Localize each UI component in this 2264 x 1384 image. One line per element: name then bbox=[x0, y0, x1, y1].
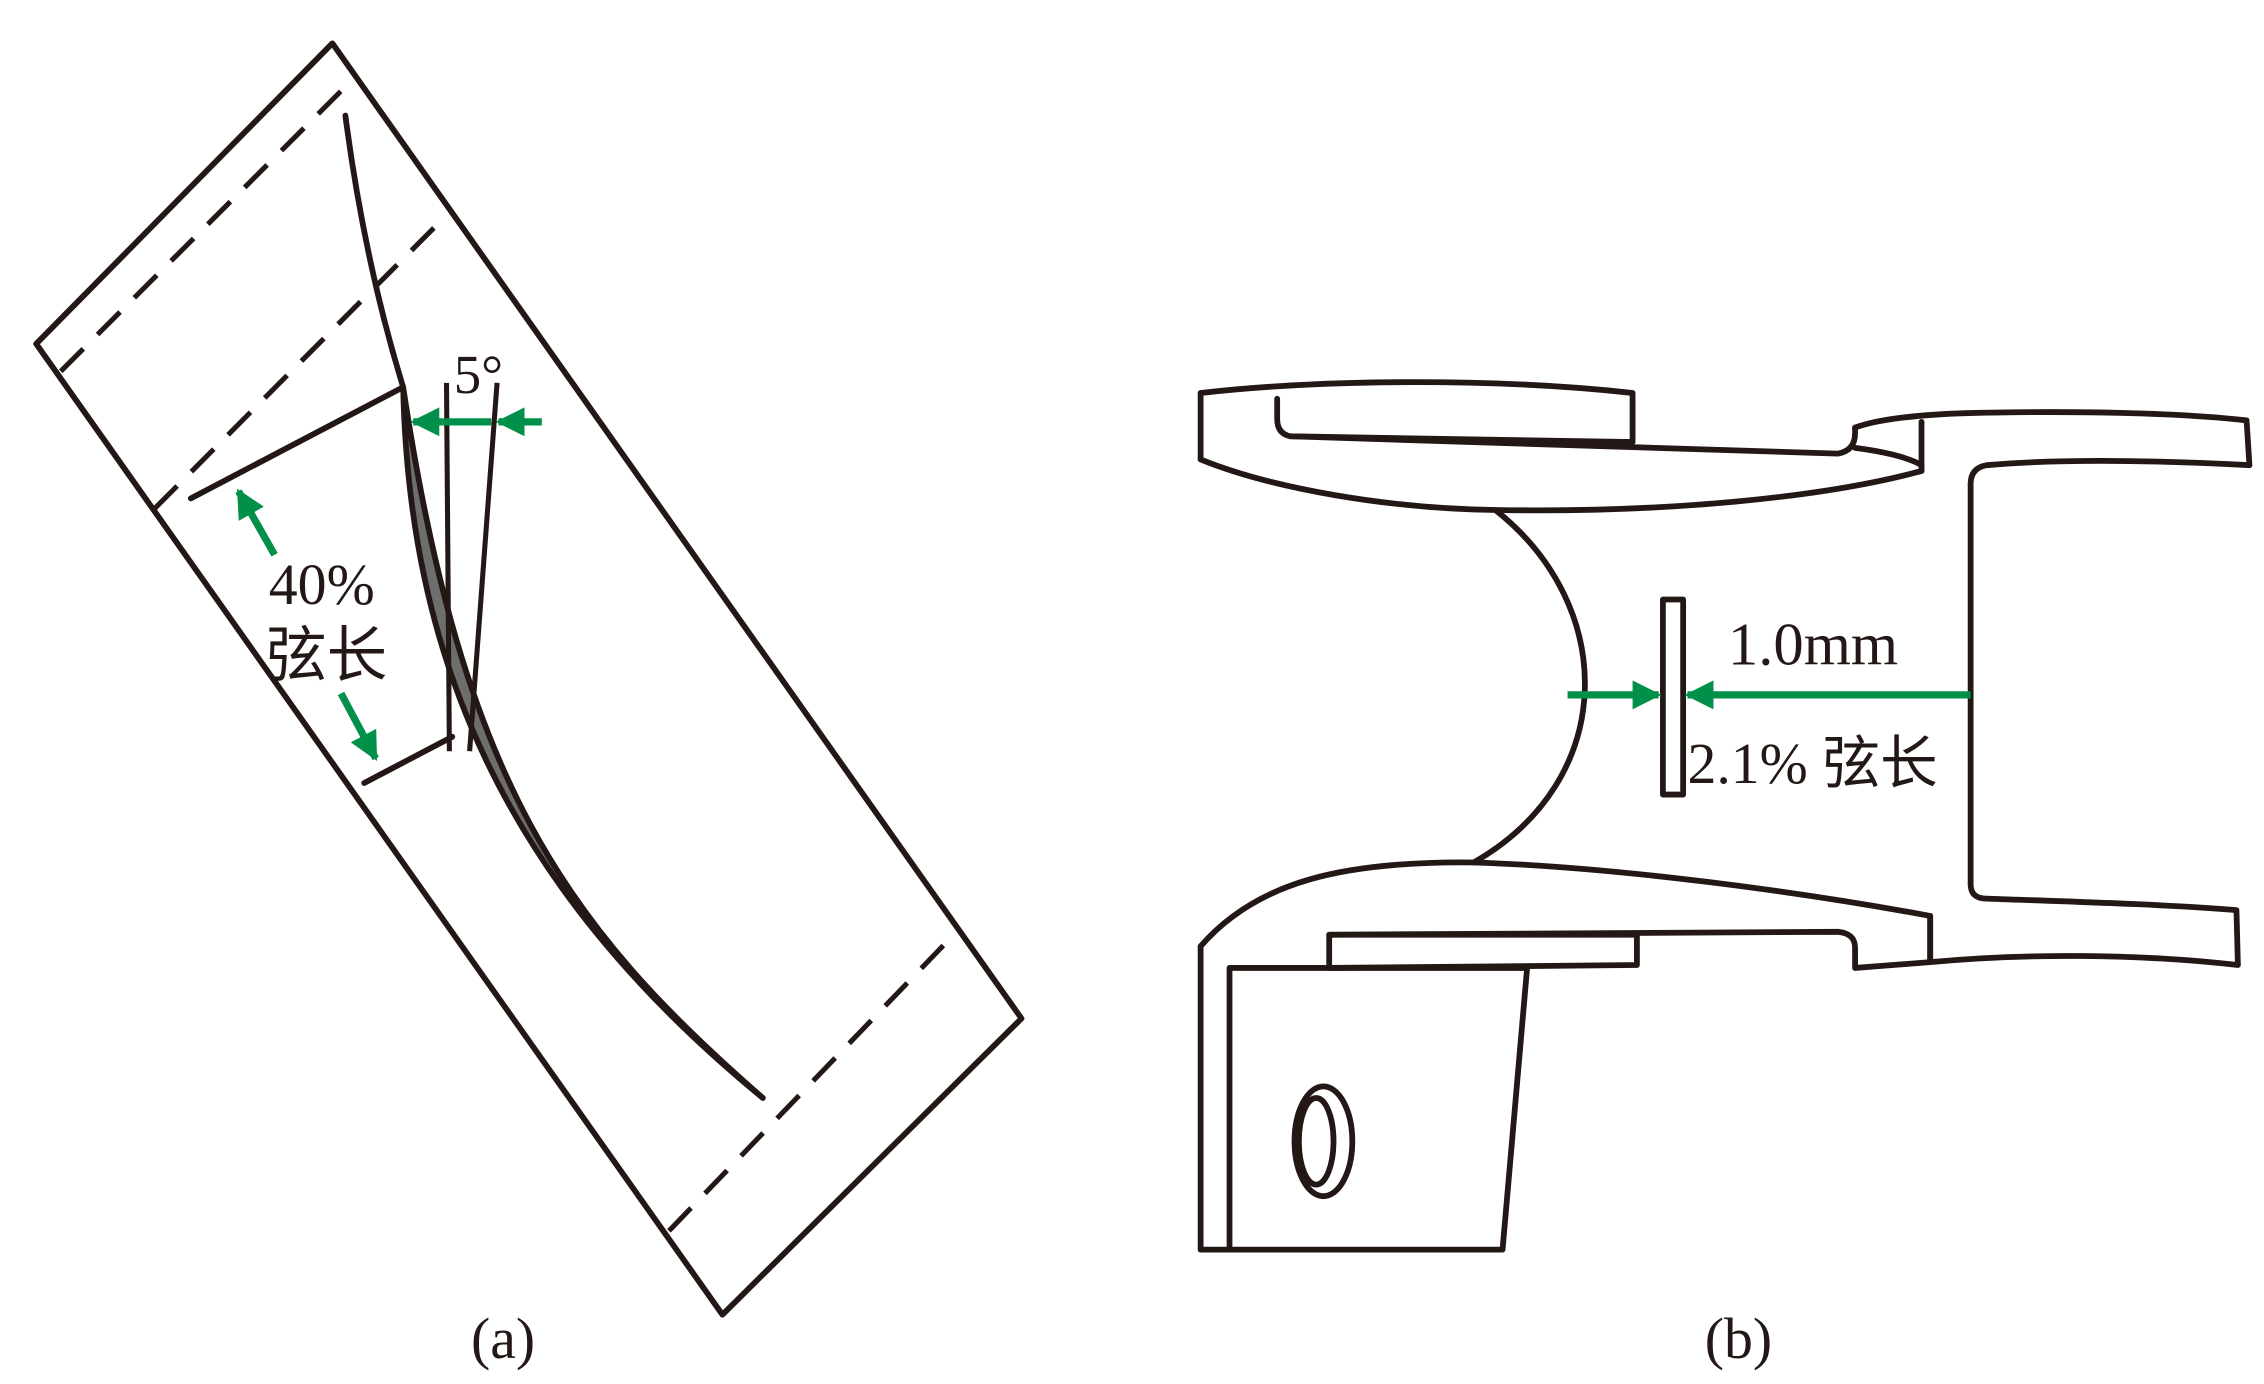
upper-left-flange bbox=[1197, 379, 1636, 445]
lower-bracket-plate bbox=[1326, 931, 1640, 971]
upper-right-flange-inner bbox=[1852, 444, 1925, 469]
chord-line-lower bbox=[361, 733, 456, 786]
chord-arrow-down bbox=[337, 691, 379, 762]
lower-bracket bbox=[1197, 943, 1531, 1253]
chord-ratio-label: 2.1% 弦长 bbox=[1687, 733, 1937, 796]
angle-label: 5° bbox=[454, 344, 503, 405]
upper-wall bbox=[1197, 456, 1925, 514]
angle-reference-tilted bbox=[467, 382, 500, 752]
probe-plate bbox=[1660, 596, 1687, 798]
blade-airfoil bbox=[400, 384, 766, 1101]
blade-camber-extension bbox=[342, 112, 407, 391]
bolt-hole-outer bbox=[1291, 1083, 1356, 1200]
lower-wall-inner bbox=[1326, 928, 1934, 971]
caption-b: (b) bbox=[1705, 1308, 1772, 1371]
lower-wall bbox=[1197, 859, 1934, 950]
lower-right-flange bbox=[1927, 881, 2241, 968]
dashed-line-bottom bbox=[667, 930, 959, 1233]
caption-a: (a) bbox=[471, 1308, 535, 1371]
gap-label: 1.0mm bbox=[1728, 612, 1898, 679]
upper-right-flange bbox=[1852, 409, 2253, 487]
dashed-line-top-2 bbox=[152, 212, 450, 511]
upper-wall-inner bbox=[1287, 424, 1858, 457]
inlet-curve bbox=[1470, 507, 1588, 866]
angle-reference-vertical bbox=[443, 382, 452, 752]
panel-a: 5° 40% 弦长 (a) bbox=[33, 40, 1025, 1371]
panel-b: 1.0mm 2.1% 弦长 (b) bbox=[1197, 379, 2253, 1371]
chord-line-upper bbox=[187, 384, 407, 502]
bolt-hole-inner bbox=[1295, 1095, 1337, 1188]
chord-word-label: 弦长 bbox=[266, 623, 387, 690]
chord-percent-label: 40% bbox=[269, 554, 375, 617]
chord-arrow-up bbox=[235, 488, 278, 557]
dashed-line-top-1 bbox=[58, 77, 355, 374]
cascade-frame bbox=[33, 40, 1025, 1318]
